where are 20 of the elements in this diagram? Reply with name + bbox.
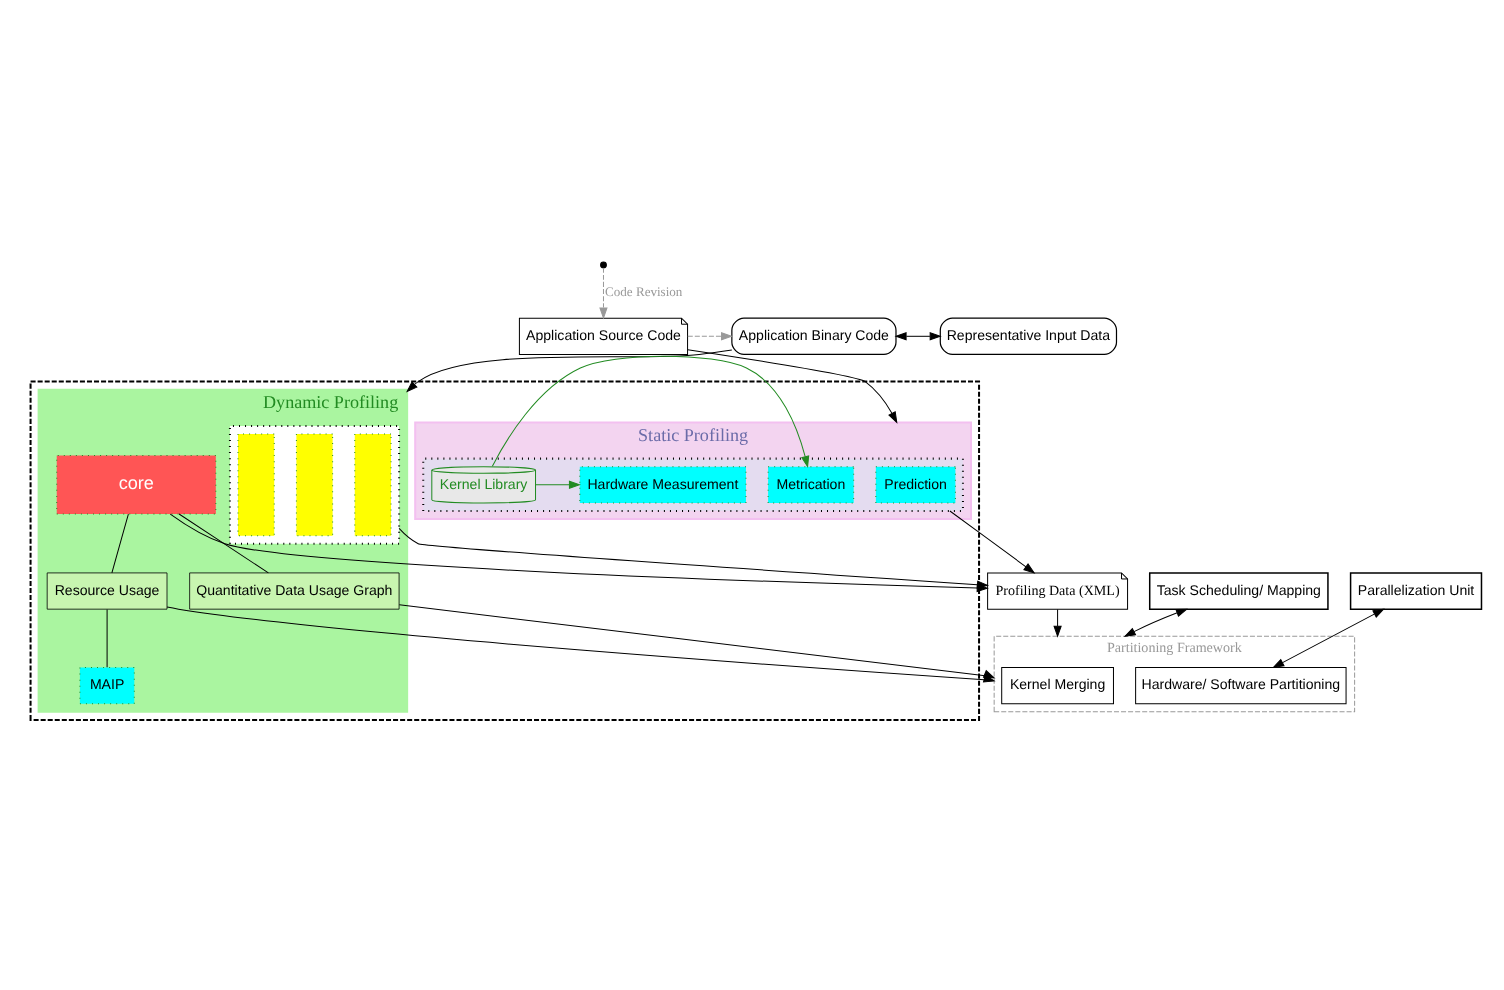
connector (178, 513, 269, 574)
connector (111, 513, 129, 574)
arrow (1053, 608, 1062, 638)
arrow (894, 332, 942, 341)
cluster (228, 424, 401, 545)
arrow (949, 510, 1036, 574)
node-box (354, 433, 392, 537)
arrow (398, 604, 996, 679)
connector (106, 608, 108, 668)
arrow (687, 332, 734, 341)
arrow (687, 349, 898, 424)
arrow (1272, 608, 1385, 669)
arrow (406, 349, 733, 393)
node-box: core (56, 455, 217, 515)
node-box (237, 433, 275, 537)
arrow (1123, 608, 1189, 638)
node-box (295, 433, 334, 537)
arrow (491, 355, 810, 469)
arrow (599, 267, 608, 320)
arrow (535, 480, 582, 490)
